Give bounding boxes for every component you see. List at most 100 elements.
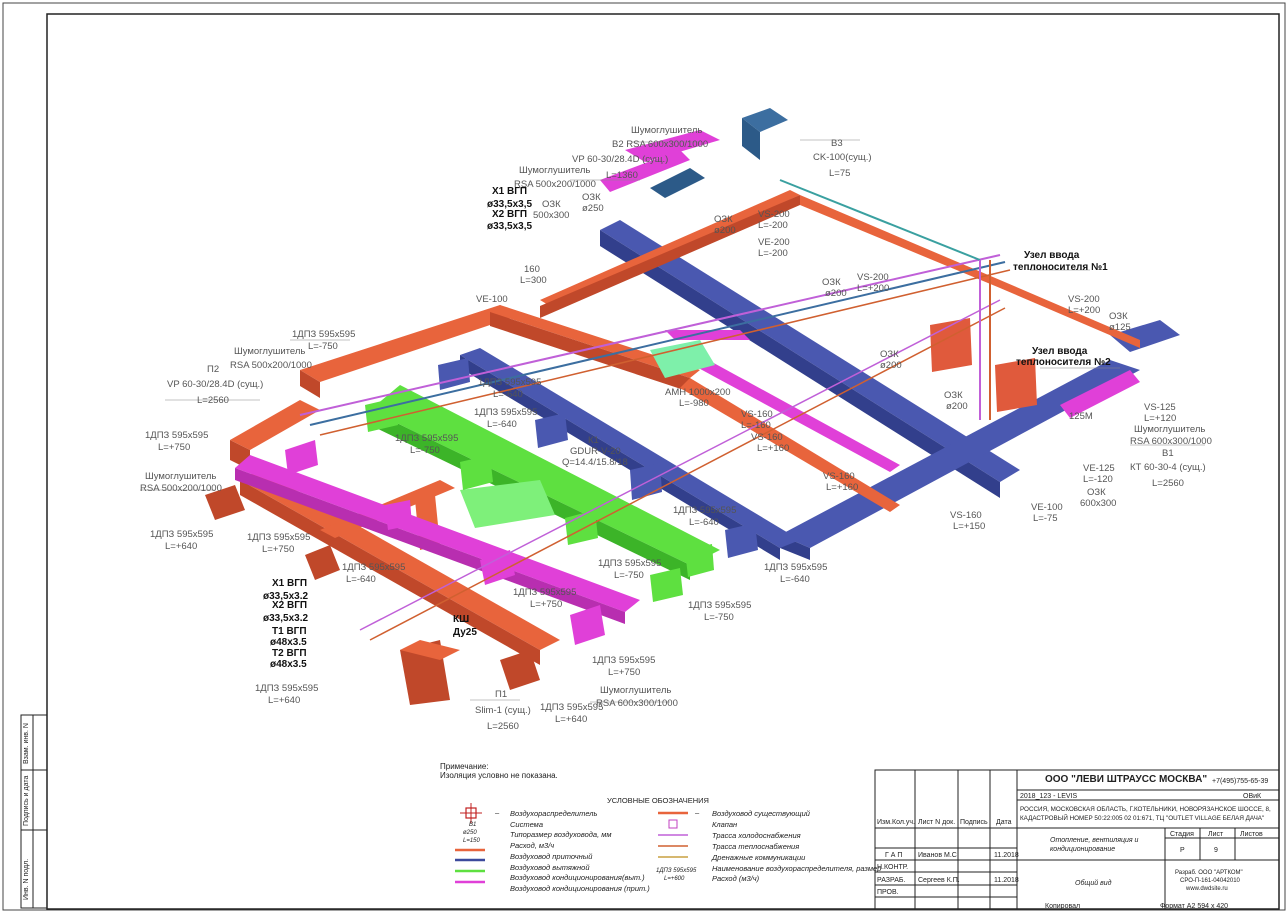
label-ozk200d: ОЗК [944, 390, 963, 401]
label-x1-top-d: ø33,5х3,5 [487, 199, 533, 210]
label-d1dpz750-l: L=-750 [308, 341, 338, 352]
label-vs125: VS-125 [1144, 402, 1176, 413]
label-t1-d: ø48х3.5 [270, 637, 307, 648]
label-b2-rsa: В2 RSA 600x300/1000 [612, 139, 709, 150]
tb-system: Отопление, вентиляция и кондиционировани… [1050, 837, 1139, 853]
label-x1-top: Х1 ВГП [492, 186, 528, 197]
label-k1: К1 [588, 435, 599, 446]
label-p2: П2 [207, 364, 220, 375]
unit-k1 [460, 480, 555, 528]
label-vs160c: VS-160 [823, 471, 855, 482]
label-d640a-l: L=-640 [493, 389, 523, 400]
label-x2: Х2 ВГП [272, 600, 308, 611]
side-stamp-a: Взам. инв. N [23, 723, 30, 764]
legend-symbols [455, 803, 688, 884]
legend-item: Воздуховод существующий [712, 809, 810, 818]
label-b1-rsa: RSA 600x300/1000 [1130, 436, 1212, 447]
label-vs160a: VS-160 [741, 409, 773, 420]
tb-h-sign: Подпись [960, 819, 988, 826]
label-vs200b: VS-200 [857, 272, 889, 283]
label-sh500: RSA 500x200/1000 [514, 179, 596, 190]
label-vs160b-l: L=+160 [757, 443, 790, 454]
label-ozk200b: ОЗК [822, 277, 841, 288]
label-b2-vp: VP 60-30/28.4D (сущ.) [572, 154, 669, 165]
label-ve125: VE-125 [1083, 463, 1115, 474]
label-uzel1b: теплоносителя №1 [1013, 262, 1108, 273]
label-uzel2: Узел ввода [1032, 346, 1088, 357]
tb-address2: КАДАСТРОВЫЙ НОМЕР 50:22:005 02 01:671, Т… [1020, 815, 1265, 822]
label-p1-slim: Slim-1 (сущ.) [475, 705, 531, 716]
tb-h-list: Лист N док. [918, 819, 956, 826]
label-sh-left: RSA 500x200/1000 [140, 483, 222, 494]
tb-h-date: Дата [996, 819, 1012, 826]
cond-supply-duct [235, 455, 640, 612]
tb-role-razr: РАЗРАБ. [877, 877, 906, 884]
tb-company: ООО "ЛЕВИ ШТРАУСС МОСКВА" [1045, 774, 1208, 785]
tb-stage-h: Стадия [1170, 831, 1194, 838]
label-ozk250: ОЗК [582, 192, 601, 203]
label-ozk200a: ОЗК [714, 214, 733, 225]
label-ozk200d-s: ø200 [946, 401, 968, 412]
label-ozk500: ОЗК [542, 199, 561, 210]
label-vs200a-l: L=-200 [758, 220, 788, 231]
duct-network [205, 108, 1180, 705]
label-ozk600-s: 600x300 [1080, 498, 1117, 509]
label-p2-rsa: RSA 500x200/1000 [230, 360, 312, 371]
tb-sheet-h: Лист [1208, 831, 1224, 838]
label-ksh: КШ [453, 614, 470, 625]
label-b1-kt: КТ 60-30-4 (сущ.) [1130, 462, 1206, 473]
label-ozk600: ОЗК [1087, 487, 1106, 498]
legend-sym-size: ø250 [463, 830, 477, 836]
legend-sym-dl: L=+600 [664, 876, 685, 882]
label-sh-left-title: Шумоглушитель [145, 471, 217, 482]
label-t1: Т1 ВГП [272, 626, 307, 637]
label-x2-d: ø33,5х3.2 [263, 613, 309, 624]
note-title: Примечание: [440, 762, 489, 771]
label-d750f: 1ДПЗ 595x595 [688, 600, 752, 611]
label-d640d: 1ДПЗ 595x595 [342, 562, 406, 573]
label-b3: В3 [831, 138, 843, 149]
label-sh-bottom-title: Шумоглушитель [600, 685, 672, 696]
tb-dev3: www.dwdsite.ru [1186, 886, 1228, 892]
label-ve160: 160 [524, 264, 540, 275]
label-vs160d-l: L=+150 [953, 521, 986, 532]
tb-section: ОВиК [1243, 793, 1262, 800]
label-d750a: 1ДПЗ 595x595 [145, 430, 209, 441]
label-d750e: 1ДПЗ 595x595 [513, 587, 577, 598]
label-d640e: 1ДПЗ 595x595 [673, 505, 737, 516]
label-d640g-l: L=+640 [268, 695, 301, 706]
tb-role-gap: Г А П [885, 852, 903, 859]
label-p2-vp: VP 60-30/28.4D (сущ.) [167, 379, 264, 390]
label-t2-d: ø48х3.5 [270, 659, 307, 670]
tb-code: 2018_123 - LEVIS [1020, 793, 1078, 800]
label-vs200c: VS-200 [1068, 294, 1100, 305]
label-ozk200c: ОЗК [880, 349, 899, 360]
label-d640h-l: L=+640 [555, 714, 588, 725]
label-p1-l: L=2560 [487, 721, 519, 732]
existing-duct [742, 108, 788, 132]
label-d750d-l: L=-750 [614, 570, 644, 581]
label-ve200a-l: L=-200 [758, 248, 788, 259]
legend-item: Воздуховод вытяжной [510, 862, 590, 872]
label-sh-bottom: RSA 600x300/1000 [596, 698, 678, 709]
legend-sym-d: 1ДПЗ 595x595 [656, 868, 697, 874]
legend-item: Клапан [712, 820, 738, 829]
tb-dev1: Разраб. ООО "АРТКОМ" [1175, 870, 1243, 876]
label-ozk125: ОЗК [1109, 311, 1128, 322]
label-d750b-l: L=-750 [410, 445, 440, 456]
tb-h-izm: Изм.Кол.уч. [877, 819, 915, 826]
label-d640c: 1ДПЗ 595x595 [150, 529, 214, 540]
leader-lines [140, 139, 1205, 703]
label-uzel2b: теплоносителя №2 [1016, 357, 1111, 368]
label-p2-l: L=2560 [197, 395, 229, 406]
heat-node-2 [995, 358, 1037, 412]
label-ozk125-s: ø125 [1109, 322, 1131, 333]
label-d750g-l: L=+750 [608, 667, 641, 678]
legend-item: Расход, м3/ч [510, 841, 555, 851]
label-b2-l: L=1360 [606, 170, 638, 181]
label-x2-top: Х2 ВГП [492, 209, 528, 220]
label-p2-title: Шумоглушитель [234, 346, 306, 357]
tb-dev2: СРО-П-161-04042010 [1180, 878, 1240, 884]
